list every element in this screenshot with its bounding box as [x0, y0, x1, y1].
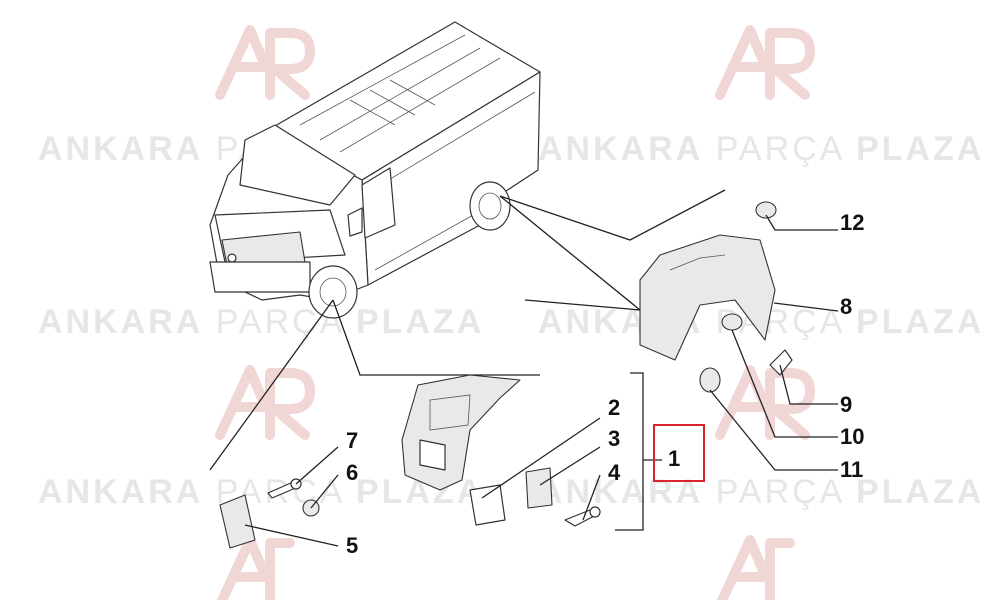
part-number-10[interactable]: 10 [840, 424, 864, 449]
part-number-6[interactable]: 6 [346, 460, 358, 485]
rear-wheel [469, 181, 511, 231]
part-number-3[interactable]: 3 [608, 426, 620, 451]
grommet-large [699, 367, 721, 393]
bracket [219, 494, 256, 549]
ap-logo-icon [216, 535, 295, 600]
van-illustration [209, 21, 541, 319]
front-wheel-arch-liner [401, 374, 521, 491]
highlight-box [653, 424, 705, 482]
callout-leaders [244, 214, 839, 547]
cover-plate [469, 484, 506, 526]
ap-logo-icon [715, 365, 815, 440]
part-number-labels: 1 2 3 4 5 6 7 8 9 10 11 12 [346, 210, 864, 558]
ap-logo-icon [716, 535, 795, 600]
watermark-text: ANKARA PARÇA PLAZA [538, 130, 984, 168]
part-number-11[interactable]: 11 [840, 457, 863, 482]
part-number-12[interactable]: 12 [840, 210, 864, 235]
clip [525, 467, 553, 509]
part-number-9[interactable]: 9 [840, 392, 852, 417]
rear-wheel-arch-liner [639, 234, 776, 361]
watermark-text: ANKARA PARÇA PLAZA [38, 303, 484, 341]
ap-logo-icon [715, 25, 815, 100]
part-number-1[interactable]: 1 [668, 446, 680, 471]
part-number-5[interactable]: 5 [346, 533, 358, 558]
watermark-text: ANKARA PARÇA PLAZA [538, 473, 984, 511]
part-number-8[interactable]: 8 [840, 294, 852, 319]
part-number-2[interactable]: 2 [608, 395, 620, 420]
cap-plug [755, 201, 777, 219]
part-number-7[interactable]: 7 [346, 428, 358, 453]
front-wheel [308, 265, 358, 319]
push-clip [769, 349, 793, 376]
screw [564, 506, 601, 527]
grommet-small [721, 313, 743, 331]
part-number-4[interactable]: 4 [608, 460, 621, 485]
ap-logo-icon [215, 25, 315, 100]
ap-logo-icon [215, 365, 315, 440]
